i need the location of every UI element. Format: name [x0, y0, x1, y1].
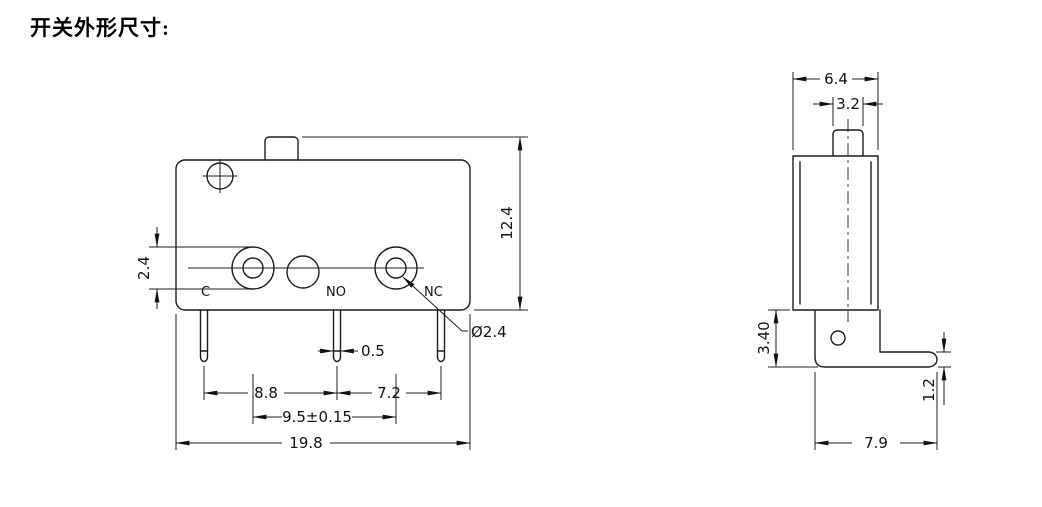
pin-nc	[436, 309, 446, 363]
switch-body-outline	[175, 159, 471, 311]
pin-no	[332, 309, 342, 363]
svg-text:3.2: 3.2	[836, 95, 860, 113]
side-view: 6.4 3.2 3.40	[755, 70, 951, 452]
dim-bracket-height: 3.40	[755, 309, 818, 368]
terminal-label-no: NO	[326, 285, 346, 300]
terminal-nc-rivet	[374, 246, 418, 290]
pin-c	[199, 309, 209, 363]
svg-text:2.4: 2.4	[135, 256, 153, 280]
svg-text:3.40: 3.40	[755, 321, 773, 354]
dim-pin-pitch-c-no: 8.8	[203, 366, 338, 402]
svg-text:1.2: 1.2	[920, 378, 938, 402]
front-view: C NO NC	[135, 136, 528, 452]
page-title: 开关外形尺寸:	[30, 16, 170, 40]
dim-terminal-pitch: 9.5±0.15	[252, 374, 397, 426]
svg-text:6.4: 6.4	[824, 70, 848, 88]
svg-text:0.5: 0.5	[361, 342, 385, 360]
plunger-button	[264, 136, 299, 161]
svg-text:Ø2.4: Ø2.4	[471, 323, 507, 341]
dim-bracket-width: 7.9	[814, 372, 938, 452]
dim-button-width: 3.2	[813, 95, 883, 126]
terminal-c-rivet	[231, 246, 275, 290]
dim-lever-thickness: 1.2	[920, 332, 951, 405]
mounting-foot	[814, 309, 938, 368]
dim-depth: 6.4	[792, 70, 879, 150]
svg-text:7.2: 7.2	[377, 384, 401, 402]
center-rivet	[286, 255, 320, 289]
dim-pin-pitch-no-nc: 7.2	[336, 366, 442, 402]
svg-text:7.9: 7.9	[864, 434, 888, 452]
svg-text:12.4: 12.4	[498, 206, 516, 239]
mounting-hole	[203, 159, 237, 193]
dim-width: 19.8	[175, 314, 471, 452]
svg-text:19.8: 19.8	[289, 434, 322, 452]
dim-rivet-diameter: Ø2.4	[402, 276, 507, 341]
svg-text:8.8: 8.8	[254, 384, 278, 402]
terminal-label-c: C	[201, 285, 210, 300]
svg-text:9.5±0.15: 9.5±0.15	[282, 408, 352, 426]
terminal-label-nc: NC	[424, 285, 443, 300]
dim-terminal-diameter: 2.4	[135, 227, 251, 309]
foot-hole	[830, 330, 846, 346]
dim-pin-width: 0.5	[318, 342, 385, 360]
dim-height: 12.4	[302, 136, 528, 311]
side-body-outline	[792, 155, 879, 311]
